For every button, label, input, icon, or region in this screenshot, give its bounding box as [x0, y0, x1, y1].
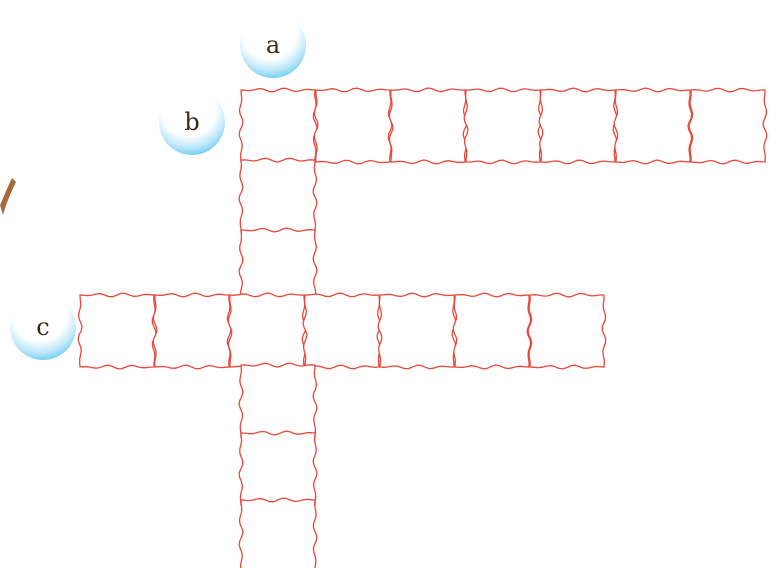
clue-label-b[interactable]: b	[159, 89, 225, 155]
crossword-cell-b-6[interactable]	[614, 88, 692, 164]
crossword-cell-c-6[interactable]	[453, 293, 531, 369]
crossword-cell-b-5[interactable]	[539, 88, 617, 164]
crossword-cell-c-1[interactable]	[78, 293, 156, 369]
crossword-cell-c-4[interactable]	[303, 293, 381, 368]
crossword-cell-c-2[interactable]	[153, 293, 231, 369]
crossword-cell-b-4[interactable]	[464, 88, 542, 163]
crossword-cell-a-5[interactable]	[239, 363, 317, 439]
crossword-cell-b-7[interactable]	[689, 88, 767, 163]
crossword-cell-a-6[interactable]	[239, 431, 317, 507]
crossword-cell-b-2[interactable]	[314, 88, 392, 164]
crossword-cell-b-3[interactable]	[389, 88, 467, 164]
crossword-cell-a-2[interactable]	[239, 158, 317, 234]
clue-label-text: a	[266, 31, 280, 59]
twig-icon	[0, 178, 16, 215]
crossword-cell-a-3[interactable]	[239, 228, 317, 304]
clue-label-text: c	[36, 313, 49, 341]
crossword-cell-c-5[interactable]	[378, 293, 456, 369]
crossword-cell-a-7[interactable]	[239, 498, 317, 568]
crossword-cell-b-1[interactable]	[239, 88, 317, 164]
clue-label-text: b	[184, 108, 199, 136]
clue-label-a[interactable]: a	[240, 12, 306, 78]
clue-label-c[interactable]: c	[10, 294, 76, 360]
crossword-cell-c-3[interactable]	[228, 293, 306, 369]
crossword-cell-c-7[interactable]	[528, 293, 606, 369]
